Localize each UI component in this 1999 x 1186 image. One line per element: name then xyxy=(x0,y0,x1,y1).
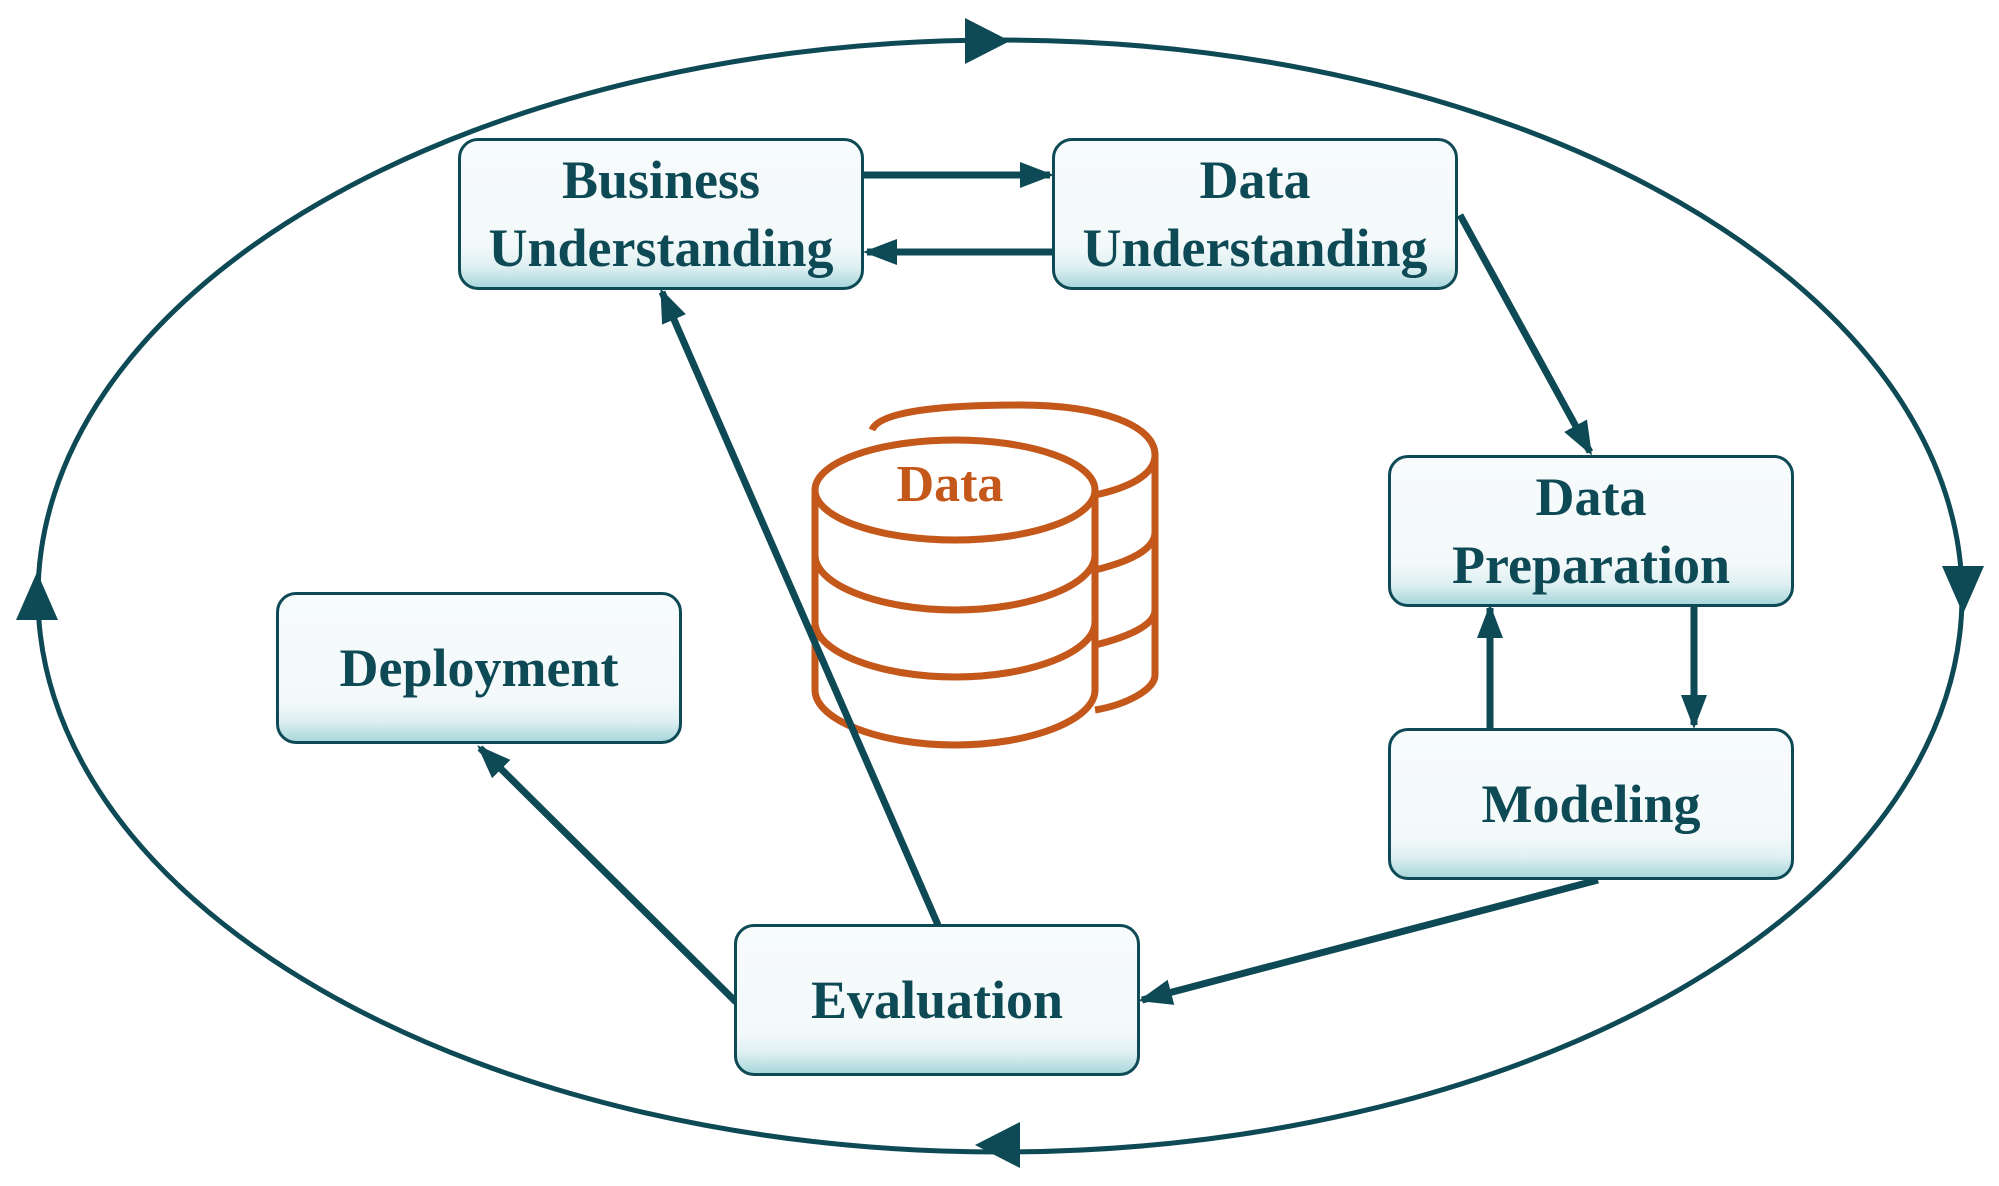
data-preparation-line1: Data xyxy=(1535,467,1647,527)
deployment-box[interactable]: Deployment xyxy=(276,592,682,744)
cycle-arrow-right-icon xyxy=(1942,566,1984,614)
data-preparation-box[interactable]: Data Preparation xyxy=(1388,455,1794,607)
arrow-modeling-to-evaluation xyxy=(1138,876,1599,1005)
data-preparation-line2: Preparation xyxy=(1452,535,1730,595)
cycle-arrow-top-icon xyxy=(965,18,1010,64)
deployment-label: Deployment xyxy=(339,638,619,698)
data-understanding-box[interactable]: Data Understanding xyxy=(1052,138,1458,290)
cycle-arrow-bottom-icon xyxy=(975,1122,1020,1168)
modeling-box[interactable]: Modeling xyxy=(1388,728,1794,880)
arrow-evaluation-to-deployment xyxy=(477,745,739,1005)
database-label: Data xyxy=(896,456,1004,513)
arrow-data-understanding-to-preparation xyxy=(1456,213,1594,456)
database-icon xyxy=(811,401,1159,749)
data-understanding-line2: Understanding xyxy=(1082,218,1428,278)
modeling-label: Modeling xyxy=(1481,774,1701,834)
evaluation-box[interactable]: Evaluation xyxy=(734,924,1140,1076)
cycle-arrow-left-icon xyxy=(16,572,58,620)
business-understanding-line2: Understanding xyxy=(488,218,834,278)
business-understanding-box[interactable]: Business Understanding xyxy=(458,138,864,290)
data-understanding-line1: Data xyxy=(1199,150,1311,210)
evaluation-label: Evaluation xyxy=(810,970,1064,1030)
arrow-evaluation-to-business xyxy=(658,288,942,927)
business-understanding-line1: Business xyxy=(561,150,761,210)
